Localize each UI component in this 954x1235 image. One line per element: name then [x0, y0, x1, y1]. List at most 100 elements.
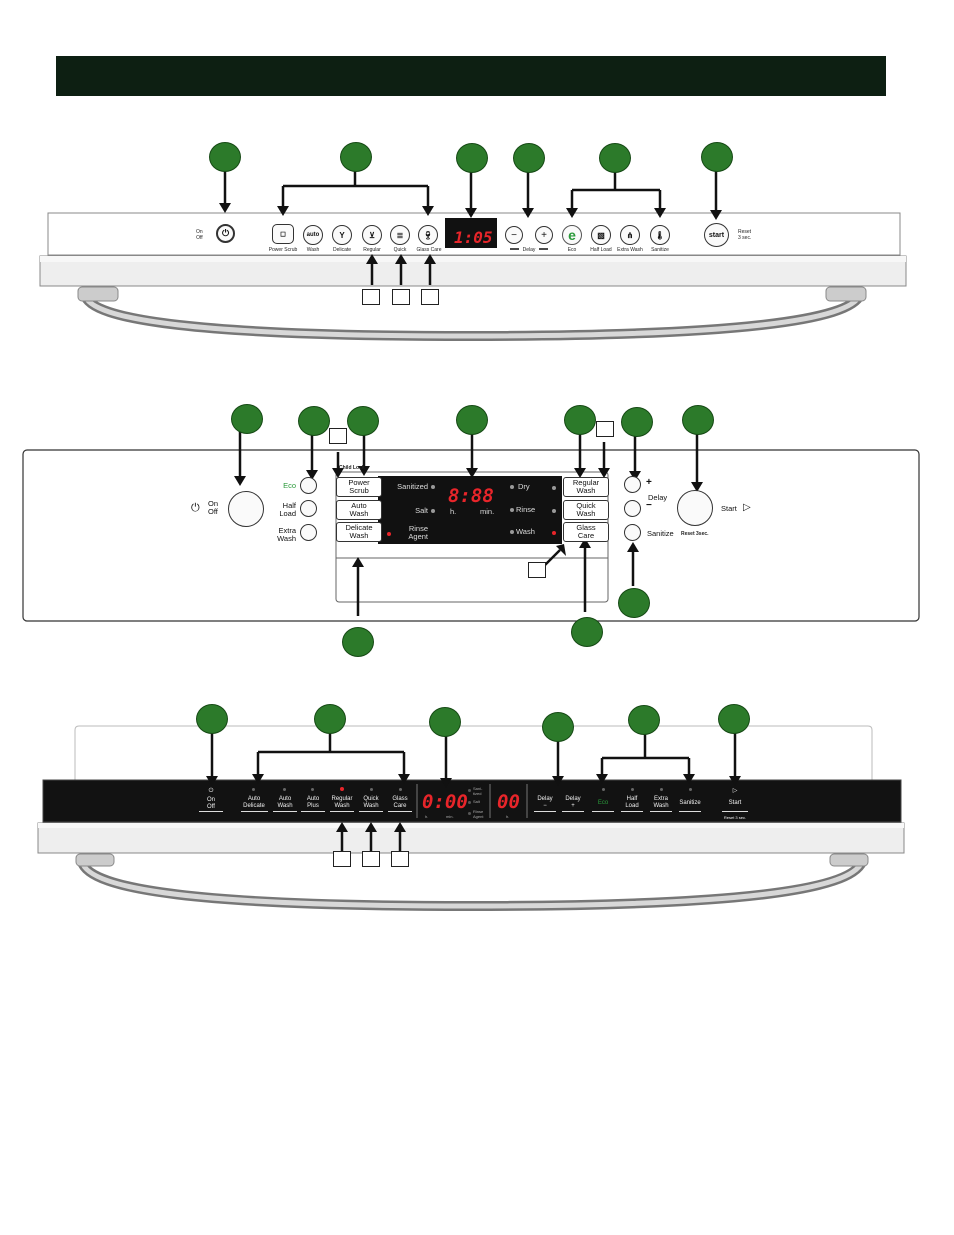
- p1-quick-label: Quick: [393, 247, 407, 253]
- p3-h2-label: h.: [506, 814, 510, 819]
- p2-regular-led: [552, 486, 556, 490]
- p2-delay-minus-button[interactable]: [624, 500, 641, 517]
- p1-start-button[interactable]: start: [704, 223, 729, 247]
- p2-rinse-agent-label: Rinse Agent: [408, 524, 428, 541]
- callout-2-display: [456, 405, 488, 435]
- callout-2-lower-left: [342, 627, 374, 657]
- callout-3-on-off: [196, 704, 228, 734]
- p2-glass-care-button[interactable]: Glass Care: [563, 522, 609, 542]
- p3-half-load-button[interactable]: Half Load: [625, 796, 639, 809]
- p3-on-off-button[interactable]: On Off: [206, 797, 215, 810]
- p1-regular-button[interactable]: ⊻: [362, 225, 382, 245]
- p2-start-button[interactable]: [677, 490, 713, 526]
- p2-power-button[interactable]: [228, 491, 264, 527]
- callout-1-start: [701, 142, 733, 172]
- p2-sanitize-button[interactable]: [624, 524, 641, 541]
- p3-auto-delicate-led: [252, 788, 255, 791]
- p2-reset-label: Reset 3sec.: [681, 531, 709, 537]
- p3-start-button[interactable]: Start: [728, 800, 742, 806]
- callout-2-sanitize: [618, 588, 650, 618]
- p3-delay-display: 00: [497, 791, 520, 813]
- minus-icon: −: [511, 229, 517, 241]
- box-3-b: [362, 851, 380, 867]
- p2-power-scrub-button[interactable]: Power Scrub: [336, 477, 382, 497]
- p3-auto-plus-button[interactable]: Auto Plus: [306, 796, 320, 809]
- p3-sanitized-led: [468, 789, 471, 792]
- p2-half-load-button[interactable]: [300, 500, 317, 517]
- p3-auto-wash-button[interactable]: Auto Wash: [277, 796, 293, 809]
- p1-power-button[interactable]: ⏻: [216, 224, 235, 243]
- p2-wash-label: Wash: [516, 527, 535, 536]
- p1-quick-button[interactable]: ≣: [390, 225, 410, 245]
- wine-glass-icon: 🍷︎: [422, 230, 434, 240]
- callout-2-lower-right: [571, 617, 603, 647]
- p3-auto-wash-underline: [273, 811, 297, 812]
- p2-half-load-label: Half Load: [279, 501, 296, 518]
- p1-sanitize-label: Sanitize: [651, 247, 669, 253]
- p3-delay-minus-button[interactable]: Delay −: [537, 796, 553, 809]
- p1-power-scrub-label: Power Scrub: [268, 247, 298, 253]
- p2-delay-label: Delay: [648, 493, 668, 502]
- p3-start-underline: [722, 811, 748, 812]
- p1-delay-plus-button[interactable]: +: [535, 226, 553, 244]
- p2-sanitize-label: Sanitize: [647, 529, 674, 538]
- callout-2-options: [298, 406, 330, 436]
- p1-half-load-label: Half Load: [590, 247, 612, 253]
- p2-extra-wash-button[interactable]: [300, 524, 317, 541]
- minus-icon: −: [646, 500, 652, 511]
- p3-time-display: 0:00: [422, 791, 468, 813]
- p2-delay-plus-button[interactable]: [624, 476, 641, 493]
- box-3-c: [391, 851, 409, 867]
- p2-quick-wash-button[interactable]: Quick Wash: [563, 500, 609, 520]
- p2-sanitized-label: Sanitized: [397, 482, 428, 491]
- p3-start-icon: ▷: [732, 788, 738, 794]
- p3-half-load-underline: [621, 811, 643, 812]
- callout-1-display: [456, 143, 488, 173]
- p1-wash-label: Wash: [306, 247, 320, 253]
- box-2-b: [596, 421, 614, 437]
- p3-delay-plus-button[interactable]: Delay +: [565, 796, 581, 809]
- p1-power-scrub-button[interactable]: ◻: [272, 224, 294, 244]
- p1-delay-minus-button[interactable]: −: [505, 226, 523, 244]
- p3-on-off-underline: [199, 811, 223, 812]
- p3-quick-wash-led: [370, 788, 373, 791]
- p3-eco-button[interactable]: Eco: [597, 800, 609, 806]
- p3-auto-delicate-button[interactable]: Auto Delicate: [243, 796, 265, 809]
- p1-extra-wash-button[interactable]: ⋔: [620, 225, 640, 245]
- p2-eco-button[interactable]: [300, 477, 317, 494]
- plus-icon: +: [541, 229, 547, 241]
- p1-glass-care-button[interactable]: 🍷︎: [418, 225, 438, 245]
- p3-extra-wash-button[interactable]: Extra Wash: [653, 796, 669, 809]
- p2-eco-label: Eco: [283, 481, 296, 490]
- p1-half-load-button[interactable]: ▧: [591, 225, 611, 245]
- p1-eco-label: Eco: [567, 247, 577, 253]
- p2-auto-wash-button[interactable]: Auto Wash: [336, 500, 382, 520]
- play-icon: ▷: [743, 502, 751, 513]
- p2-dry-led: [510, 485, 514, 489]
- p2-rinse-agent-led: [387, 532, 391, 536]
- thermometer-icon: 🌡︎: [654, 230, 666, 240]
- p1-eco-button[interactable]: e: [562, 225, 582, 245]
- p3-regular-wash-led: [340, 787, 344, 791]
- callout-3-start: [718, 704, 750, 734]
- plates-icon: ≣: [396, 230, 404, 240]
- p3-rinse-agent-label: Rinse Agent: [473, 809, 484, 819]
- p3-glass-care-button[interactable]: Glass Care: [392, 796, 408, 809]
- p2-rinse-led: [510, 508, 514, 512]
- box-1-c: [421, 289, 439, 305]
- p3-quick-wash-button[interactable]: Quick Wash: [363, 796, 379, 809]
- plus-icon: +: [646, 477, 652, 488]
- p3-salt-label: Salt: [473, 799, 480, 804]
- p2-delicate-wash-button[interactable]: Delicate Wash: [336, 522, 382, 542]
- p3-regular-wash-button[interactable]: Regular Wash: [331, 796, 353, 809]
- p3-sanitize-button[interactable]: Sanitize: [679, 800, 701, 806]
- p2-regular-wash-button[interactable]: Regular Wash: [563, 477, 609, 497]
- p1-auto-button[interactable]: auto: [303, 225, 323, 245]
- p3-regular-wash-underline: [330, 811, 354, 812]
- p3-salt-led: [468, 801, 471, 804]
- p1-glass-care-label: Glass Care: [416, 247, 442, 253]
- callout-3-programs: [314, 704, 346, 734]
- p1-delicate-button[interactable]: Y: [332, 225, 352, 245]
- p1-sanitize-button[interactable]: 🌡︎: [650, 225, 670, 245]
- callout-1-on-off: [209, 142, 241, 172]
